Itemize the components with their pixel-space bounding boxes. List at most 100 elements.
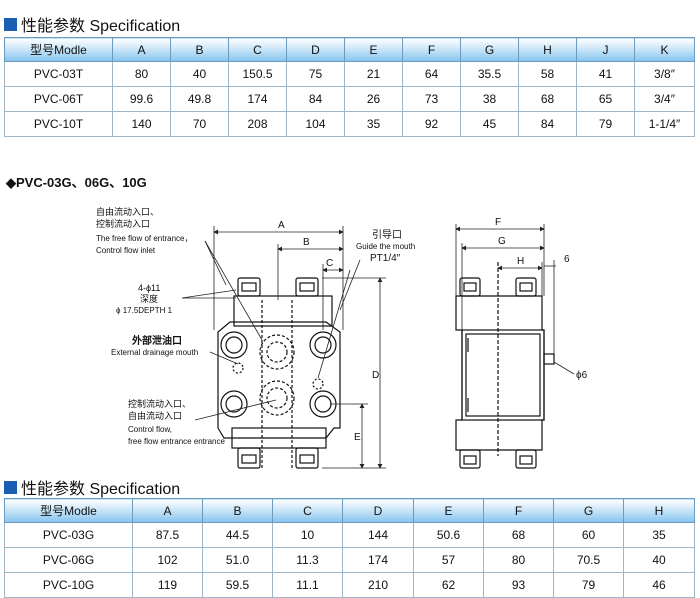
table-cell: 68 [518, 86, 577, 112]
column-header: G [460, 37, 519, 62]
control-cn-1: 控制流动入口、 [128, 398, 191, 409]
front-view [217, 277, 341, 470]
table-cell: 70 [170, 111, 229, 137]
table-cell: 10 [272, 522, 343, 548]
column-header: A [112, 37, 171, 62]
table-cell: 102 [132, 547, 203, 573]
column-header: C [272, 498, 343, 523]
heading-square-icon [4, 480, 17, 494]
spec-heading-2: 性能参数 Specification [4, 475, 180, 499]
guide-thread: PT1/4″ [370, 253, 401, 264]
dim-h-label: H [517, 256, 524, 267]
table-cell: PVC-03T [4, 61, 113, 87]
column-header: K [634, 37, 695, 62]
side-view [455, 262, 555, 469]
column-header: 型号Modle [4, 37, 113, 62]
dim-a-label: A [278, 220, 285, 231]
table-cell: 35 [344, 111, 403, 137]
dim-e-label: E [354, 432, 361, 443]
free-flow-en-2: Control flow inlet [96, 246, 156, 255]
column-header: B [202, 498, 273, 523]
dim-phi6-label: ϕ6 [576, 370, 588, 381]
table-cell: 11.1 [272, 572, 343, 598]
table-cell: PVC-03G [4, 522, 133, 548]
control-en-1: Control flow, [128, 425, 172, 434]
table-cell: 44.5 [202, 522, 273, 548]
table-cell: PVC-10T [4, 111, 113, 137]
column-header: H [518, 37, 577, 62]
dim-c-label: C [326, 258, 333, 269]
table-cell: 11.3 [272, 547, 343, 573]
table-cell: 3/8″ [634, 61, 695, 87]
table-cell: 45 [460, 111, 519, 137]
control-cn-2: 自由流动入口 [128, 410, 182, 421]
dim-d-label: D [372, 370, 379, 381]
column-header: A [132, 498, 203, 523]
table-cell: 104 [286, 111, 345, 137]
dim-b-label: B [303, 237, 310, 248]
depth-cn: 深度 [140, 293, 158, 304]
table-cell: 140 [112, 111, 171, 137]
table-cell: 87.5 [132, 522, 203, 548]
drain-cn: 外部泄油口 [131, 334, 182, 347]
table-cell: 40 [623, 547, 695, 573]
spec-heading-2-text: 性能参数 Specification [21, 481, 181, 498]
table-cell: 60 [553, 522, 624, 548]
table-cell: 84 [518, 111, 577, 137]
free-flow-cn-1: 自由流动入口、 [96, 206, 159, 217]
column-header: D [342, 498, 414, 523]
table-cell: 73 [402, 86, 461, 112]
table-cell: 119 [132, 572, 203, 598]
table-cell: 57 [413, 547, 484, 573]
dim-f-label: F [495, 217, 501, 228]
drain-en: External drainage mouth [111, 348, 198, 357]
table-cell: 150.5 [228, 61, 287, 87]
valve-drawing: A B C D E F G H 6 ϕ6 自由流动入口、 控制流动入口 The … [96, 206, 588, 470]
column-header: H [623, 498, 695, 523]
table-cell: 49.8 [170, 86, 229, 112]
table-cell: 65 [576, 86, 635, 112]
table-cell: 62 [413, 572, 484, 598]
table-cell: 40 [170, 61, 229, 87]
table-cell: PVC-06G [4, 547, 133, 573]
column-header: J [576, 37, 635, 62]
table-cell: 208 [228, 111, 287, 137]
hole-spec: 4-ϕ11 [138, 283, 160, 293]
table-cell: 75 [286, 61, 345, 87]
table-cell: 50.6 [413, 522, 484, 548]
table-cell: 35 [623, 522, 695, 548]
table-cell: 21 [344, 61, 403, 87]
table-cell: 80 [483, 547, 554, 573]
table-cell: 59.5 [202, 572, 273, 598]
table-cell: 92 [402, 111, 461, 137]
table-cell: 79 [553, 572, 624, 598]
free-flow-en-1: The free flow of entrance， [96, 234, 193, 243]
section-title: ◆PVC-03G、06G、10G [6, 175, 147, 190]
spec-heading-1: 性能参数 Specification [4, 12, 180, 36]
dim-g-label: G [498, 236, 506, 247]
table-cell: PVC-10G [4, 572, 133, 598]
dim-6-label: 6 [564, 254, 570, 265]
table-cell: 174 [228, 86, 287, 112]
table-cell: 210 [342, 572, 414, 598]
table-cell: 70.5 [553, 547, 624, 573]
table-cell: 51.0 [202, 547, 273, 573]
table-cell: 26 [344, 86, 403, 112]
table-cell: PVC-06T [4, 86, 113, 112]
spec-heading-1-text: 性能参数 Specification [21, 18, 181, 35]
column-header: D [286, 37, 345, 62]
table-cell: 3/4″ [634, 86, 695, 112]
column-header: F [483, 498, 554, 523]
table-cell: 84 [286, 86, 345, 112]
table-cell: 1-1/4″ [634, 111, 695, 137]
table-cell: 41 [576, 61, 635, 87]
guide-en: Guide the mouth [356, 242, 415, 251]
column-header: G [553, 498, 624, 523]
table-cell: 64 [402, 61, 461, 87]
table-cell: 79 [576, 111, 635, 137]
table-cell: 58 [518, 61, 577, 87]
